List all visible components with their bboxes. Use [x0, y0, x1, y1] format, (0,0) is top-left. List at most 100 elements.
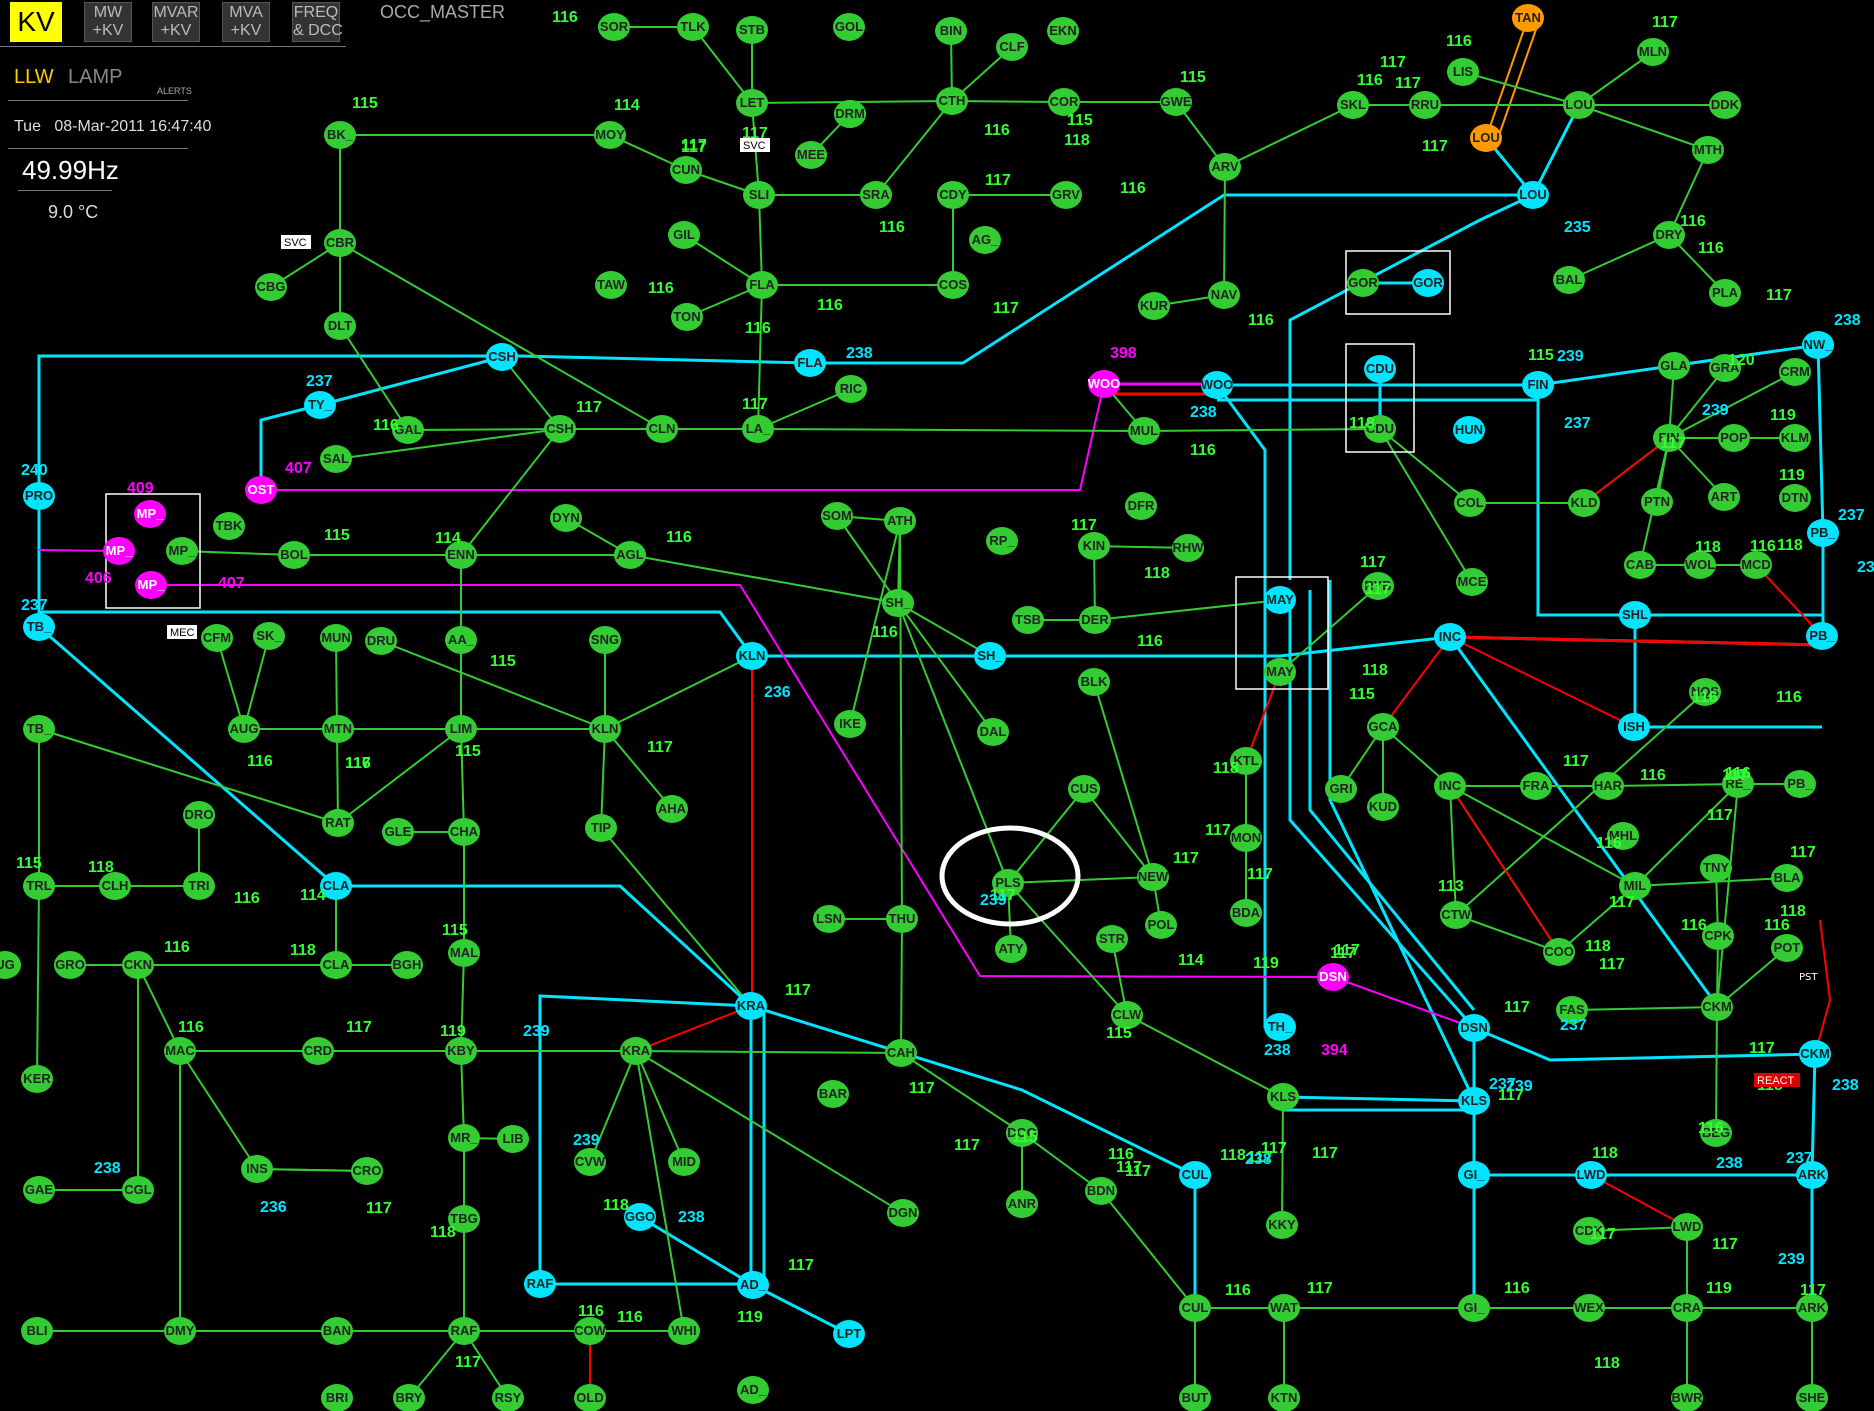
bus-node-may2[interactable]: MAY: [1264, 658, 1296, 686]
bus-node-gri[interactable]: GRI: [1325, 775, 1357, 803]
bus-node-gi2[interactable]: GI_: [1458, 1294, 1490, 1322]
bus-node-klm[interactable]: KLM: [1779, 424, 1811, 452]
bus-node-kln2[interactable]: KLN: [589, 715, 621, 743]
bus-node-dro[interactable]: DRO: [183, 801, 215, 829]
bus-node-tip[interactable]: TIP: [585, 814, 617, 842]
bus-node-new[interactable]: NEW: [1137, 863, 1169, 891]
bus-node-gro[interactable]: GRO: [54, 951, 86, 979]
bus-node-ckn1[interactable]: CKN: [122, 951, 154, 979]
bus-node-cdy[interactable]: CDY: [937, 181, 969, 209]
bus-node-tbk[interactable]: TBK: [213, 512, 245, 540]
bus-node-ug[interactable]: UG: [0, 951, 21, 979]
bus-node-tny[interactable]: TNY: [1700, 854, 1732, 882]
bus-node-moy[interactable]: MOY: [594, 121, 626, 149]
bus-node-kld[interactable]: KLD: [1568, 489, 1600, 517]
bus-node-cla2[interactable]: CLA: [320, 951, 352, 979]
bus-node-bri[interactable]: BRI: [321, 1384, 353, 1411]
bus-node-thu[interactable]: THU: [886, 905, 918, 933]
bus-node-dru[interactable]: DRU: [365, 627, 397, 655]
bus-node-taw[interactable]: TAW: [595, 271, 627, 299]
bus-node-mp2[interactable]: MP_: [103, 537, 135, 565]
bus-node-hun[interactable]: HUN: [1453, 416, 1485, 444]
bus-node-kky[interactable]: KKY: [1266, 1211, 1298, 1239]
bus-node-gle[interactable]: GLE: [382, 818, 414, 846]
bus-node-art[interactable]: ART: [1708, 483, 1740, 511]
bus-node-grv[interactable]: GRV: [1050, 181, 1082, 209]
bus-node-mtn[interactable]: MTN: [322, 715, 354, 743]
bus-node-pop[interactable]: POP: [1718, 424, 1750, 452]
bus-node-kls1[interactable]: KLS: [1267, 1083, 1299, 1111]
bus-node-gor2[interactable]: GOR: [1412, 269, 1444, 297]
bus-node-shl[interactable]: SHL: [1619, 601, 1651, 629]
bus-node-ins[interactable]: INS: [241, 1155, 273, 1183]
bus-node-nav[interactable]: NAV: [1208, 281, 1240, 309]
bus-node-cfm[interactable]: CFM: [201, 624, 233, 652]
bus-node-ath[interactable]: ATH: [884, 507, 916, 535]
bus-node-cth[interactable]: CTH: [936, 87, 968, 115]
bus-node-cdu1[interactable]: CDU: [1364, 355, 1396, 383]
bus-node-bry[interactable]: BRY: [393, 1384, 425, 1411]
bus-node-lwd2[interactable]: LWD: [1671, 1213, 1703, 1241]
bus-node-rsy[interactable]: RSY: [492, 1384, 524, 1411]
bus-node-gwe[interactable]: GWE: [1160, 88, 1192, 116]
bus-node-kls2[interactable]: KLS: [1458, 1087, 1490, 1115]
bus-node-cra[interactable]: CRA: [1671, 1294, 1703, 1322]
bus-node-kur[interactable]: KUR: [1138, 292, 1170, 320]
bus-node-mln[interactable]: MLN: [1637, 38, 1669, 66]
bus-node-cgl[interactable]: CGL: [122, 1176, 154, 1204]
bus-node-lwd1[interactable]: LWD: [1575, 1161, 1607, 1189]
bus-node-cbr[interactable]: CBR: [324, 229, 356, 257]
bus-node-gil[interactable]: GIL: [668, 221, 700, 249]
bus-node-pla[interactable]: PLA: [1709, 279, 1741, 307]
bus-node-mp4[interactable]: MP_: [135, 571, 167, 599]
bus-node-pol[interactable]: POL: [1145, 911, 1177, 939]
bus-node-kin[interactable]: KIN: [1078, 532, 1110, 560]
bus-node-drm2[interactable]: DRM: [834, 100, 866, 128]
bus-node-fin1[interactable]: FIN: [1522, 371, 1554, 399]
bus-node-gor1[interactable]: GOR: [1347, 269, 1379, 297]
bus-node-lis[interactable]: LIS: [1447, 58, 1479, 86]
bus-node-sng[interactable]: SNG: [589, 626, 621, 654]
bus-node-dmy[interactable]: DMY: [164, 1317, 196, 1345]
bus-node-pb3[interactable]: PB_: [1784, 770, 1816, 798]
bus-node-she[interactable]: SHE: [1796, 1384, 1828, 1411]
bus-node-trl[interactable]: TRL: [23, 872, 55, 900]
bus-node-csh1[interactable]: CSH: [486, 343, 518, 371]
bus-node-kra1[interactable]: KRA: [735, 992, 767, 1020]
bus-node-ban[interactable]: BAN: [321, 1317, 353, 1345]
bus-node-gae[interactable]: GAE: [23, 1176, 55, 1204]
bus-node-bla[interactable]: BLA: [1771, 864, 1803, 892]
bus-node-crm[interactable]: CRM: [1779, 358, 1811, 386]
bus-node-sli[interactable]: SLI: [743, 181, 775, 209]
bus-node-tb_[interactable]: TB_: [23, 613, 55, 641]
bus-node-sk_[interactable]: SK_: [253, 622, 285, 650]
bus-node-may1[interactable]: MAY: [1264, 586, 1296, 614]
bus-node-mr_[interactable]: MR_: [448, 1124, 480, 1152]
bus-node-dlt[interactable]: DLT: [324, 312, 356, 340]
bus-node-ike[interactable]: IKE: [834, 710, 866, 738]
bus-node-ddk[interactable]: DDK: [1709, 91, 1741, 119]
bus-node-tsb[interactable]: TSB: [1012, 606, 1044, 634]
bus-node-arv[interactable]: ARV: [1209, 153, 1241, 181]
bus-node-cow[interactable]: COW: [574, 1317, 607, 1345]
bus-node-bda[interactable]: BDA: [1230, 899, 1262, 927]
bus-node-let[interactable]: LET: [736, 89, 768, 117]
bus-node-pot[interactable]: POT: [1771, 934, 1803, 962]
bus-node-bal[interactable]: BAL: [1553, 266, 1585, 294]
bus-node-tlk[interactable]: TLK: [677, 13, 709, 41]
bus-node-pb1[interactable]: PB_: [1807, 519, 1839, 547]
bus-node-bwr[interactable]: BWR: [1671, 1384, 1703, 1411]
bus-node-lou1[interactable]: LOU: [1563, 91, 1595, 119]
bus-node-col[interactable]: COL: [1454, 489, 1486, 517]
bus-node-mp3[interactable]: MP_: [166, 537, 198, 565]
bus-node-rat[interactable]: RAT: [322, 809, 354, 837]
bus-node-cln[interactable]: CLN: [646, 415, 678, 443]
bus-node-skl[interactable]: SKL: [1337, 91, 1369, 119]
bus-node-cul2[interactable]: CUL: [1179, 1294, 1211, 1322]
bus-node-mul[interactable]: MUL: [1128, 417, 1160, 445]
bus-node-crd[interactable]: CRD: [302, 1037, 334, 1065]
bus-node-mth[interactable]: MTH: [1692, 136, 1724, 164]
bus-node-lsn[interactable]: LSN: [813, 905, 845, 933]
bus-node-ag_[interactable]: AG_: [969, 226, 1001, 254]
bus-node-sh1[interactable]: SH_: [882, 589, 914, 617]
